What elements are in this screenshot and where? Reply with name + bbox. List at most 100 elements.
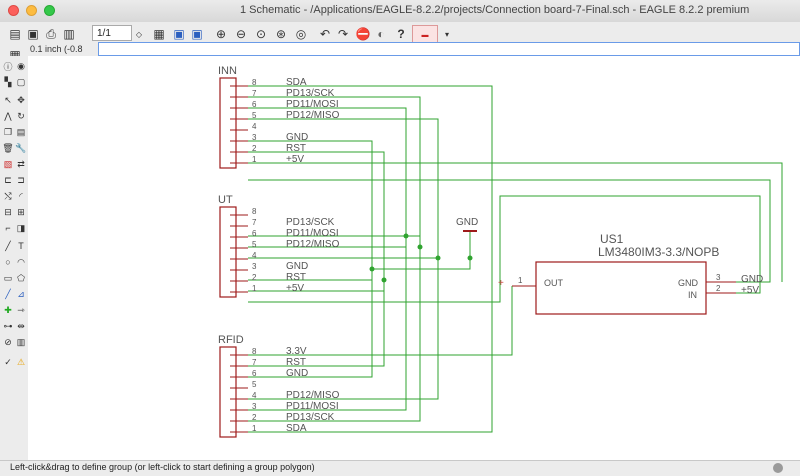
stop-command-icon[interactable]: [773, 463, 783, 473]
erc-icon[interactable]: ✓: [4, 356, 12, 367]
replace-icon[interactable]: ⇄: [17, 158, 25, 169]
net-junction: [467, 255, 473, 261]
copy-icon[interactable]: ❐: [3, 126, 13, 137]
display-icon[interactable]: ▚: [4, 76, 12, 87]
paste-icon[interactable]: ▤: [16, 126, 26, 137]
cam-icon[interactable]: ▥: [63, 27, 75, 41]
grid-icon[interactable]: ▦: [153, 27, 165, 41]
board-icon[interactable]: ▣: [173, 27, 185, 41]
value-icon[interactable]: ⊐: [17, 174, 25, 185]
name-icon[interactable]: ⊏: [4, 174, 12, 185]
net-wire: [248, 96, 421, 422]
add-icon[interactable]: ▧: [3, 158, 13, 169]
connector-pin-number: 4: [252, 251, 257, 260]
optimize-icon[interactable]: ⌐: [5, 223, 11, 233]
miter-icon[interactable]: ◜: [19, 190, 23, 201]
smash-icon[interactable]: ⤭: [4, 190, 12, 201]
connector-pin-number: 7: [252, 218, 257, 227]
zoom-fit-icon[interactable]: ⊙: [255, 27, 267, 41]
connector-pin-number: 2: [252, 144, 257, 153]
connector-name: RFID: [218, 334, 244, 346]
go-icon[interactable]: ◐: [377, 27, 385, 41]
mark-icon[interactable]: ▢: [16, 76, 26, 87]
move-icon[interactable]: ✥: [17, 94, 25, 105]
polygon-icon[interactable]: ⬠: [17, 272, 25, 283]
connector-pin-label: GND: [286, 261, 308, 272]
regulator-pin1-num: 1: [518, 276, 523, 285]
attribute-icon[interactable]: ⊶: [3, 320, 13, 331]
connector-pin-number: 6: [252, 229, 257, 238]
gnd-symbol-label: GND: [456, 217, 478, 228]
connector-pin-label: PD11/MOSI: [286, 401, 339, 412]
net-icon[interactable]: ⊿: [17, 288, 25, 299]
rect-icon[interactable]: ▭: [3, 272, 13, 283]
grid-settings-icon[interactable]: ▦: [9, 48, 21, 62]
design-link-arrow-icon[interactable]: ▾: [444, 29, 449, 39]
regulator-pin-out: OUT: [544, 278, 564, 288]
connector-name: INN: [218, 65, 237, 77]
zoom-window-button[interactable]: [44, 5, 55, 16]
connector-body: [219, 206, 237, 298]
text-icon[interactable]: T: [18, 241, 24, 251]
wire-icon[interactable]: ╱: [5, 240, 11, 251]
delete-icon[interactable]: 🗑: [2, 142, 14, 153]
regulator-pin2-num: 2: [716, 284, 721, 293]
connector-pin-number: 4: [252, 122, 257, 131]
regulator-net-5v: +5V: [741, 285, 759, 296]
undo-icon[interactable]: ↶: [319, 27, 331, 41]
info-icon[interactable]: ⓘ: [3, 61, 13, 72]
bus-icon[interactable]: ╱: [5, 288, 11, 299]
change-icon[interactable]: 🔧: [15, 142, 27, 153]
print-icon[interactable]: ⎙: [46, 26, 56, 41]
open-icon[interactable]: ▤: [9, 27, 21, 41]
sheet-arrow-icon[interactable]: ◇: [135, 29, 143, 39]
regulator-pin-gnd: GND: [678, 278, 699, 288]
connector-pin-number: 5: [252, 111, 257, 120]
junction-icon[interactable]: ✚: [4, 304, 12, 315]
gnd-symbol[interactable]: GND: [456, 217, 478, 232]
connector-pin-number: 1: [252, 155, 257, 164]
window-title: 1 Schematic - /Applications/EAGLE-8.2.2/…: [240, 4, 750, 16]
connector-pin-label: PD12/MISO: [286, 239, 340, 250]
redraw-icon[interactable]: ◎: [295, 27, 307, 41]
errors-icon[interactable]: ⚠: [16, 356, 26, 367]
circle-icon[interactable]: ○: [5, 257, 11, 267]
invoke-icon[interactable]: ⊞: [17, 206, 25, 217]
pinswap-icon[interactable]: ⊘: [4, 336, 12, 347]
minimize-window-button[interactable]: [26, 5, 37, 16]
redo-icon[interactable]: ↷: [337, 27, 349, 41]
regulator-pin3-num: 3: [716, 273, 721, 282]
select-icon[interactable]: ↖: [4, 94, 12, 105]
close-window-button[interactable]: [8, 5, 19, 16]
regulator-us1[interactable]: US1 LM3480IM3-3.3/NOPB OUT GND IN 1 3 2 …: [512, 232, 763, 315]
split-icon[interactable]: ⊟: [4, 206, 12, 217]
net-wire: [248, 195, 761, 303]
zoom-select-icon[interactable]: ⊛: [275, 27, 287, 41]
plus-mark: +: [498, 278, 504, 289]
dimension-icon[interactable]: ⇹: [17, 320, 25, 331]
net-wire: [248, 107, 407, 411]
connector-pin-label: 3.3V: [286, 346, 307, 357]
command-line-input[interactable]: [98, 42, 800, 56]
stop-icon[interactable]: ⛔: [355, 27, 371, 41]
zoom-in-icon[interactable]: ⊕: [215, 27, 227, 41]
sheet-select[interactable]: 1/1: [92, 25, 132, 41]
gate-swap-icon[interactable]: ◨: [16, 222, 26, 233]
switch-icon[interactable]: ▣: [191, 27, 203, 41]
arc-icon[interactable]: ◠: [17, 256, 25, 267]
rotate-icon[interactable]: ↻: [17, 110, 25, 121]
connector-pin-number: 8: [252, 207, 257, 216]
save-icon[interactable]: ▣: [27, 27, 39, 41]
frame-icon[interactable]: ▥: [16, 336, 26, 347]
mirror-icon[interactable]: ⋀: [4, 110, 12, 121]
zoom-out-icon[interactable]: ⊖: [235, 27, 247, 41]
net-junction: [403, 233, 409, 239]
show-icon[interactable]: ◉: [17, 60, 25, 71]
label-icon[interactable]: ⇾: [17, 304, 25, 315]
help-icon[interactable]: ?: [397, 27, 405, 41]
connector-pin-label: PD13/SCK: [286, 217, 335, 228]
